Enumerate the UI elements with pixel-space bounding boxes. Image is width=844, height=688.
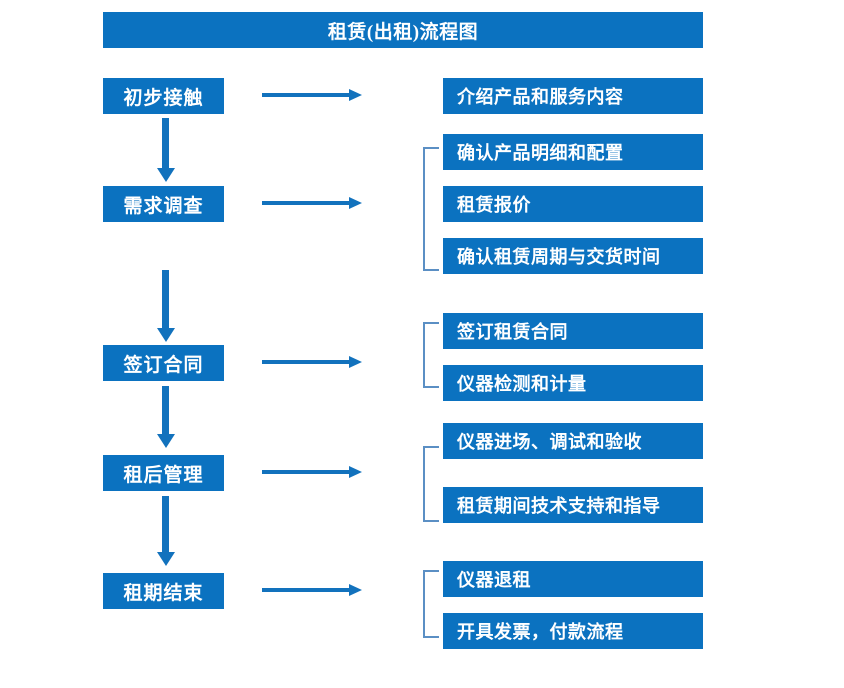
arrow-head — [157, 552, 175, 566]
arrow-shaft — [162, 386, 169, 434]
detail-box-2-3[interactable]: 确认租赁周期与交货时间 — [443, 238, 703, 274]
group-bracket-4 — [423, 446, 439, 522]
right-arrow-icon-1 — [262, 87, 362, 103]
arrow-shaft — [162, 496, 169, 552]
arrow-head — [349, 197, 362, 209]
arrow-shaft — [162, 118, 169, 168]
down-arrow-icon-2 — [157, 270, 175, 342]
arrow-head — [349, 356, 362, 368]
detail-box-5-1[interactable]: 仪器退租 — [443, 561, 703, 597]
arrow-head — [157, 434, 175, 448]
right-arrow-icon-4 — [262, 464, 362, 480]
arrow-head — [349, 89, 362, 101]
right-arrow-icon-5 — [262, 582, 362, 598]
stage-box-5[interactable]: 租期结束 — [103, 573, 224, 609]
detail-box-4-1[interactable]: 仪器进场、调试和验收 — [443, 423, 703, 459]
detail-box-4-2[interactable]: 租赁期间技术支持和指导 — [443, 487, 703, 523]
detail-box-3-1[interactable]: 签订租赁合同 — [443, 313, 703, 349]
arrow-shaft — [262, 201, 350, 205]
arrow-shaft — [162, 270, 169, 328]
detail-box-3-2[interactable]: 仪器检测和计量 — [443, 365, 703, 401]
group-bracket-5 — [423, 570, 439, 638]
stage-box-1[interactable]: 初步接触 — [103, 78, 224, 114]
right-arrow-icon-2 — [262, 195, 362, 211]
group-bracket-2 — [423, 147, 439, 271]
diagram-title: 租赁(出租)流程图 — [103, 12, 703, 48]
arrow-shaft — [262, 470, 350, 474]
down-arrow-icon-1 — [157, 118, 175, 182]
down-arrow-icon-4 — [157, 496, 175, 566]
group-bracket-3 — [423, 322, 439, 388]
arrow-shaft — [262, 360, 350, 364]
detail-box-1-1[interactable]: 介绍产品和服务内容 — [443, 78, 703, 114]
right-arrow-icon-3 — [262, 354, 362, 370]
arrow-head — [157, 328, 175, 342]
down-arrow-icon-3 — [157, 386, 175, 448]
stage-box-2[interactable]: 需求调查 — [103, 186, 224, 222]
arrow-shaft — [262, 93, 350, 97]
arrow-shaft — [262, 588, 350, 592]
stage-box-4[interactable]: 租后管理 — [103, 455, 224, 491]
arrow-head — [157, 168, 175, 182]
detail-box-5-2[interactable]: 开具发票，付款流程 — [443, 613, 703, 649]
arrow-head — [349, 584, 362, 596]
detail-box-2-1[interactable]: 确认产品明细和配置 — [443, 134, 703, 170]
stage-box-3[interactable]: 签订合同 — [103, 345, 224, 381]
arrow-head — [349, 466, 362, 478]
detail-box-2-2[interactable]: 租赁报价 — [443, 186, 703, 222]
